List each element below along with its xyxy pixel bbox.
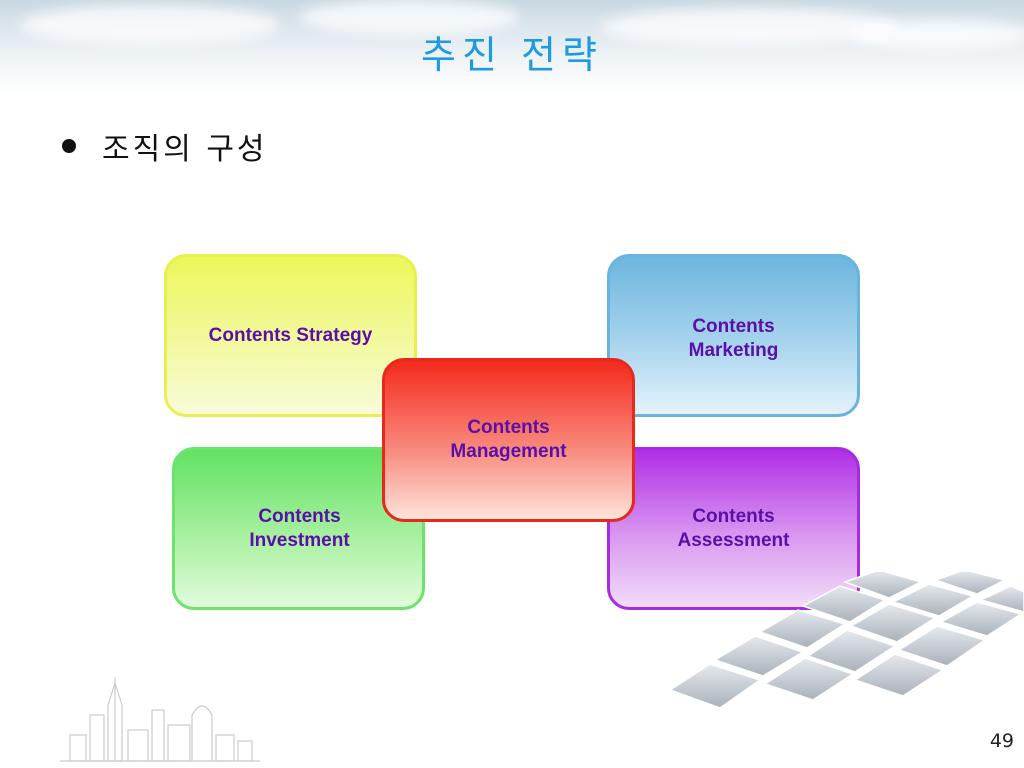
box-contents-strategy: Contents Strategy (164, 254, 417, 417)
decorative-tiles-image (668, 572, 1024, 709)
bullet-dot-icon (62, 139, 76, 153)
slide-title: 추진 전략 (421, 33, 603, 77)
page-number: 49 (989, 730, 1014, 752)
box-contents-investment: Contents Investment (172, 447, 425, 610)
box-contents-assessment: Contents Assessment (607, 447, 860, 610)
box-contents-marketing: Contents Marketing (607, 254, 860, 417)
bullet-text: 조직의 구성 (102, 132, 268, 167)
bullet-item: 조직의 구성 (62, 124, 268, 168)
decorative-city-skyline-image (60, 677, 260, 762)
box-contents-management: Contents Management (382, 358, 635, 522)
sky-header-background (0, 0, 1024, 95)
